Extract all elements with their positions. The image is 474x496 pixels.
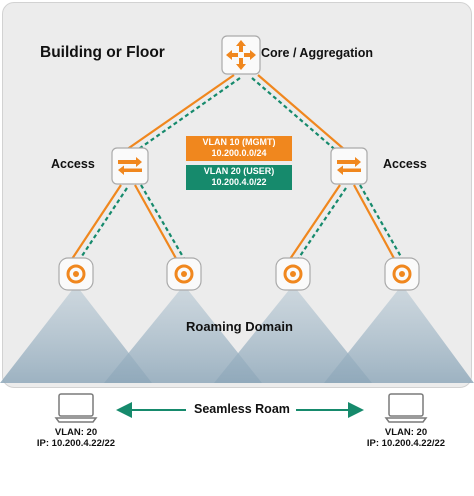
roaming-domain-label: Roaming Domain [186, 319, 293, 334]
coverage-areas [0, 285, 474, 383]
vlan-mgmt-subnet: 10.200.0.0/24 [211, 148, 267, 158]
client-left-vlan: VLAN: 20 [54, 427, 98, 438]
client-right-info: VLAN: 20 IP: 10.200.4.22/22 [358, 427, 454, 449]
vlan-user-name: VLAN 20 (USER) [203, 166, 275, 176]
client-right-vlan: VLAN: 20 [384, 427, 428, 438]
access-point-icon [275, 257, 311, 291]
seamless-roam-label: Seamless Roam [194, 402, 290, 416]
client-right-ip: IP: 10.200.4.22/22 [366, 438, 446, 449]
vlan-mgmt-badge: VLAN 10 (MGMT) 10.200.0.0/24 [186, 136, 292, 161]
core-aggregation-label: Core / Aggregation [261, 46, 374, 60]
access-point-icon [58, 257, 94, 291]
vlan-mgmt-name: VLAN 10 (MGMT) [202, 137, 276, 147]
laptop-icon [54, 393, 98, 423]
switch-icon [111, 147, 149, 185]
building-floor-title: Building or Floor [40, 44, 165, 61]
switch-icon [330, 147, 368, 185]
vlan-user-subnet: 10.200.4.0/22 [211, 177, 267, 187]
access-point-icon [166, 257, 202, 291]
coverage-cone-1 [0, 285, 152, 383]
access-left-label: Access [51, 157, 95, 171]
router-icon [221, 35, 261, 75]
access-point-icon [384, 257, 420, 291]
laptop-icon [384, 393, 428, 423]
client-left-ip: IP: 10.200.4.22/22 [36, 438, 116, 449]
network-links [69, 74, 405, 263]
client-left-info: VLAN: 20 IP: 10.200.4.22/22 [28, 427, 124, 449]
vlan-user-badge: VLAN 20 (USER) 10.200.4.0/22 [186, 165, 292, 190]
access-right-label: Access [383, 157, 427, 171]
coverage-cone-2 [104, 285, 262, 383]
coverage-cone-4 [324, 285, 474, 383]
coverage-cone-3 [214, 285, 372, 383]
